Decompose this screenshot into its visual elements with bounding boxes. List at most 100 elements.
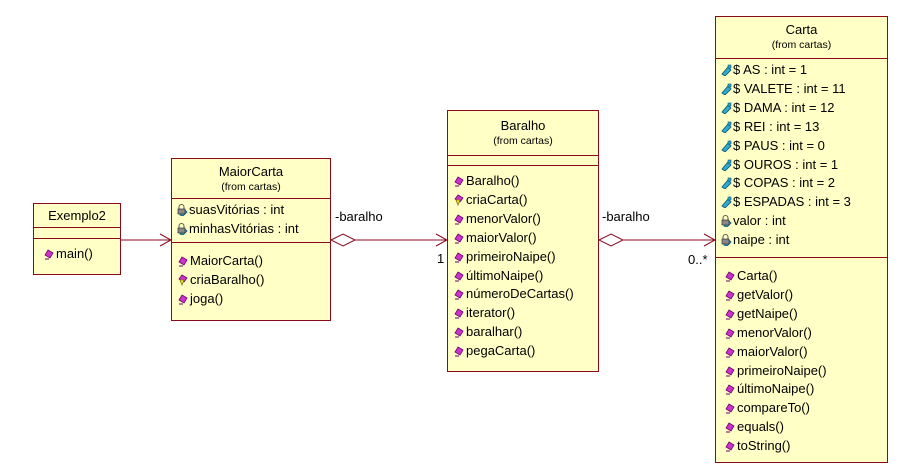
package-label: (from cartas): [771, 39, 832, 51]
member-label: minhasVitórias : int: [189, 220, 299, 236]
class-name: Carta: [785, 22, 818, 37]
member-label: maiorValor(): [737, 343, 808, 359]
operation-row[interactable]: maiorValor(): [454, 229, 537, 247]
operation-row[interactable]: últimoNaipe(): [725, 380, 814, 398]
public-operation-icon: [454, 251, 465, 263]
divider: [716, 257, 887, 258]
public-operation-icon: [454, 270, 465, 282]
multiplicity-label: 1: [437, 251, 445, 266]
attribute-row[interactable]: $ DAMA : int = 12: [721, 99, 835, 117]
class-name: Baralho: [500, 118, 546, 133]
public-operation-icon: [725, 308, 736, 320]
operation-row[interactable]: getValor(): [725, 286, 793, 304]
attribute-row[interactable]: $ COPAS : int = 2: [721, 174, 835, 192]
multiplicity-label: 0..*: [688, 252, 708, 267]
operation-row[interactable]: primeiroNaipe(): [454, 248, 556, 266]
public-attribute-icon: [721, 196, 732, 209]
member-label: $ AS : int = 1: [733, 62, 808, 77]
operation-row[interactable]: criaCarta(): [454, 191, 527, 209]
operation-row[interactable]: iterator(): [454, 304, 515, 322]
public-operation-icon: [454, 326, 465, 338]
member-label: primeiroNaipe(): [737, 362, 827, 378]
operation-row[interactable]: joga(): [178, 290, 223, 308]
public-operation-icon: [725, 421, 736, 433]
member-label: $ PAUS : int = 0: [733, 137, 825, 153]
divider: [34, 238, 120, 239]
member-label: menorValor(): [466, 210, 541, 226]
member-label: $ VALETE : int = 11: [733, 80, 846, 96]
class-maiorcarta[interactable]: MaiorCarta (from cartas) suasVitórias : …: [171, 158, 331, 321]
member-label: criaBaralho(): [190, 271, 265, 287]
public-attribute-icon: [721, 102, 732, 114]
member-label: baralhar(): [466, 324, 523, 340]
divider: [34, 227, 120, 228]
divider: [172, 198, 330, 199]
operation-row[interactable]: Carta(): [725, 267, 777, 285]
operation-row[interactable]: MaiorCarta(): [178, 252, 263, 270]
member-label: maiorValor(): [466, 229, 537, 245]
attribute-row[interactable]: minhasVitórias : int: [177, 220, 299, 238]
attribute-row[interactable]: $ REI : int = 13: [721, 118, 819, 136]
member-label: naipe : int: [733, 232, 790, 248]
operation-row[interactable]: getNaipe(): [725, 305, 798, 323]
member-label: últimoNaipe(): [466, 267, 544, 283]
operation-row[interactable]: Baralho(): [454, 172, 519, 190]
member-label: $ ESPADAS : int = 3: [733, 194, 851, 210]
class-carta[interactable]: Carta (from cartas) $ AS : int = 1 $ VALE…: [715, 16, 888, 463]
attribute-row[interactable]: naipe : int: [721, 231, 789, 249]
member-label: toString(): [737, 438, 791, 454]
public-operation-icon: [725, 289, 736, 301]
public-operation-icon: [725, 365, 736, 377]
public-operation-icon: [725, 440, 736, 452]
operation-row[interactable]: menorValor(): [454, 210, 541, 228]
operation-row[interactable]: númeroDeCartas(): [454, 285, 574, 303]
member-label: pegaCarta(): [466, 343, 536, 359]
attribute-row[interactable]: $ OUROS : int = 1: [721, 156, 838, 174]
member-label: primeiroNaipe(): [466, 248, 556, 264]
operation-row[interactable]: toString(): [725, 437, 790, 455]
operation-row[interactable]: primeiroNaipe(): [725, 362, 827, 380]
member-label: Baralho(): [466, 173, 520, 188]
attribute-row[interactable]: $ PAUS : int = 0: [721, 137, 825, 155]
member-label: equals(): [737, 419, 784, 435]
attribute-row[interactable]: $ AS : int = 1: [721, 61, 807, 79]
public-operation-icon: [454, 307, 465, 319]
aggregation-diamond: [329, 233, 357, 247]
member-label: $ DAMA : int = 12: [733, 99, 835, 115]
class-exemplo2[interactable]: Exemplo2 main(): [33, 203, 121, 275]
operation-row[interactable]: compareTo(): [725, 399, 810, 417]
package-label: (from cartas): [221, 181, 281, 193]
class-baralho[interactable]: Baralho (from cartas) Baralho()criaCarta…: [447, 110, 599, 372]
operation-row[interactable]: baralhar(): [454, 323, 522, 341]
aggregation-diamond: [597, 233, 625, 247]
attribute-row[interactable]: suasVitórias : int: [177, 201, 284, 219]
public-operation-icon: [454, 213, 465, 225]
class-header: MaiorCarta (from cartas): [172, 159, 330, 194]
attribute-row[interactable]: $ VALETE : int = 11: [721, 80, 846, 98]
protected-operation-icon: [178, 274, 189, 286]
operation-row[interactable]: criaBaralho(): [178, 271, 264, 289]
operation-row[interactable]: maiorValor(): [725, 343, 808, 361]
operation-row[interactable]: pegaCarta(): [454, 342, 535, 360]
member-label: iterator(): [466, 305, 516, 321]
divider: [716, 58, 887, 59]
member-label: $ REI : int = 13: [733, 118, 820, 134]
attribute-row[interactable]: valor : int: [721, 212, 786, 230]
operation-row[interactable]: últimoNaipe(): [454, 267, 543, 285]
public-operation-icon: [725, 270, 736, 282]
public-operation-icon: [454, 345, 465, 357]
class-name: Exemplo2: [48, 208, 106, 223]
protected-operation-icon: [454, 194, 465, 206]
public-attribute-icon: [721, 64, 732, 76]
private-attribute-icon: [721, 215, 732, 228]
public-operation-icon: [725, 402, 736, 414]
member-label: getNaipe(): [737, 305, 798, 321]
public-operation-icon: [454, 288, 465, 300]
operation-row[interactable]: main(): [44, 245, 93, 263]
attribute-row[interactable]: $ ESPADAS : int = 3: [721, 193, 851, 211]
member-label: $ COPAS : int = 2: [733, 175, 836, 191]
operation-row[interactable]: menorValor(): [725, 324, 812, 342]
member-label: main(): [56, 246, 93, 261]
operation-row[interactable]: equals(): [725, 418, 784, 436]
